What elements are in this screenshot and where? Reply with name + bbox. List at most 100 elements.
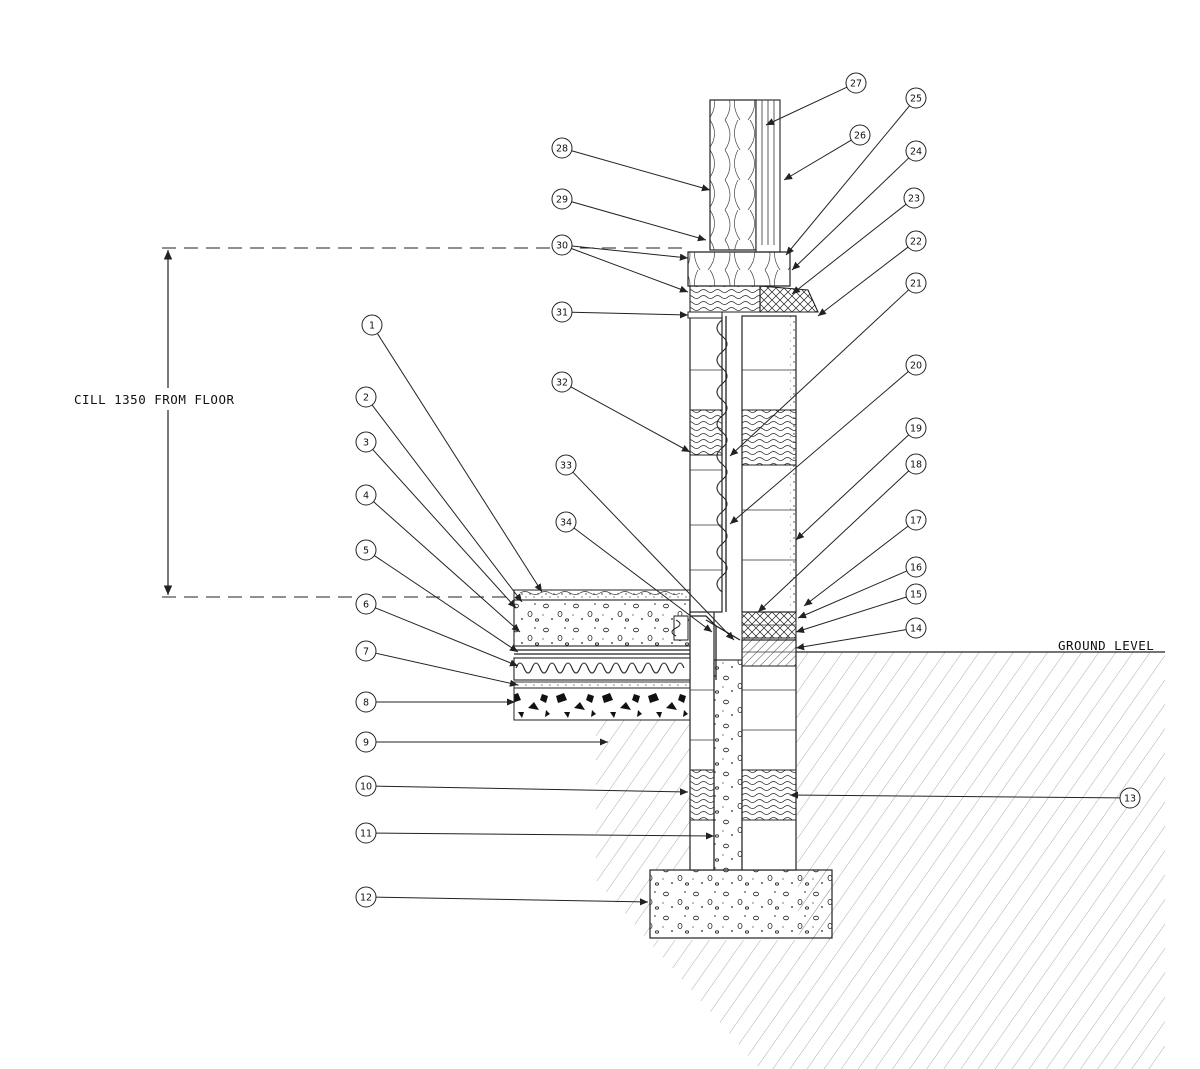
callout-number-26: 26	[854, 131, 866, 142]
callout-number-20: 20	[910, 361, 922, 372]
callout-23: 23	[791, 187, 925, 295]
callout-number-9: 9	[363, 738, 369, 749]
callout-leader-12	[375, 896, 649, 906]
callout-leader-20	[729, 371, 909, 525]
callout-leader-10	[375, 785, 689, 796]
callout-number-5: 5	[363, 546, 369, 557]
callout-leader-5	[374, 555, 519, 653]
callout-leader-32	[570, 386, 691, 453]
callout-bubble-32	[551, 371, 573, 393]
callout-number-10: 10	[360, 782, 372, 793]
callout-number-12: 12	[360, 893, 372, 904]
superstructure-wall	[689, 315, 797, 613]
callout-number-15: 15	[910, 590, 922, 601]
callout-leader-1	[376, 333, 543, 593]
callout-bubble-1	[361, 314, 383, 336]
callout-number-2: 2	[363, 393, 369, 404]
callout-number-25: 25	[910, 94, 922, 105]
callout-19: 19	[795, 417, 927, 541]
callout-markers: 1234567891011121314151617181920212223242…	[355, 72, 1141, 908]
callout-bubble-34	[555, 511, 577, 533]
callout-20: 20	[729, 354, 927, 525]
callout-bubble-16	[905, 556, 927, 578]
callout-bubble-33	[555, 454, 577, 476]
callout-leader-19	[795, 434, 910, 541]
callout-bubble-7	[355, 640, 377, 662]
callout-number-17: 17	[910, 516, 922, 527]
callout-leader-23	[791, 203, 907, 295]
callout-bubble-23	[903, 187, 925, 209]
callout-number-29: 29	[556, 195, 568, 206]
callout-number-4: 4	[363, 491, 369, 502]
callout-bubble-9	[355, 731, 377, 753]
callout-12: 12	[355, 886, 649, 908]
callout-bubble-21	[905, 272, 927, 294]
callout-bubble-3	[355, 431, 377, 453]
callout-number-34: 34	[560, 518, 572, 529]
cill-note-label: CILL 1350 FROM FLOOR	[74, 392, 235, 407]
callout-22: 22	[817, 230, 927, 317]
callout-bubble-11	[355, 822, 377, 844]
callout-2: 2	[355, 386, 523, 603]
callout-bubble-30	[551, 234, 573, 256]
callout-leader-30b	[571, 248, 689, 293]
callout-number-11: 11	[360, 829, 372, 840]
callout-bubble-31	[551, 301, 573, 323]
callout-29: 29	[551, 188, 707, 242]
callout-leader-4	[373, 501, 521, 633]
callout-leader-16	[797, 570, 908, 619]
ground-level-label: GROUND LEVEL	[1058, 638, 1154, 653]
substructure-wall	[689, 599, 797, 871]
cill-height-dimension: CILL 1350 FROM FLOOR	[68, 247, 686, 598]
callout-bubble-5	[355, 539, 377, 561]
callout-10: 10	[355, 775, 689, 797]
callout-leader-17	[803, 525, 909, 607]
callout-17: 17	[803, 509, 927, 607]
callout-leader-26	[783, 139, 852, 181]
callout-bubble-13	[1119, 787, 1141, 809]
callout-bubble-12	[355, 886, 377, 908]
callout-bubble-4	[355, 484, 377, 506]
callout-leader-13	[789, 791, 1121, 799]
callout-number-31: 31	[556, 308, 568, 319]
callout-number-32: 32	[556, 378, 568, 389]
callout-leader-34	[573, 527, 713, 633]
callout-leader-27	[765, 86, 848, 126]
callout-bubble-28	[551, 137, 573, 159]
callout-leader-33	[572, 471, 735, 641]
callout-bubble-8	[355, 691, 377, 713]
callout-26: 26	[783, 124, 871, 181]
callout-21: 21	[729, 272, 927, 457]
callout-number-27: 27	[850, 79, 862, 90]
callout-number-23: 23	[908, 194, 920, 205]
callout-number-7: 7	[363, 647, 369, 658]
callout-27: 27	[765, 72, 867, 126]
callout-number-21: 21	[910, 279, 922, 290]
ground-earth	[596, 651, 1165, 1069]
callout-number-33: 33	[560, 461, 572, 472]
callout-leader-14	[795, 629, 907, 651]
callout-1: 1	[361, 314, 543, 593]
callout-number-6: 6	[363, 600, 369, 611]
callout-number-22: 22	[910, 237, 922, 248]
callout-number-19: 19	[910, 424, 922, 435]
callout-leader-6	[375, 607, 519, 667]
callout-25: 25	[785, 87, 927, 256]
callout-bubble-25	[905, 87, 927, 109]
callout-34: 34	[555, 511, 713, 633]
callout-number-1: 1	[369, 321, 375, 332]
callout-number-3: 3	[363, 438, 369, 449]
callout-leader-28	[571, 150, 711, 192]
callout-18: 18	[757, 453, 927, 613]
callout-5: 5	[355, 539, 519, 653]
callout-bubble-19	[905, 417, 927, 439]
callout-6: 6	[355, 593, 519, 667]
callout-bubble-6	[355, 593, 377, 615]
callout-bubble-14	[905, 617, 927, 639]
window-frame	[687, 99, 819, 319]
callout-4: 4	[355, 484, 521, 633]
callout-leader-15	[795, 596, 907, 633]
callout-bubble-27	[845, 72, 867, 94]
callout-14: 14	[795, 617, 927, 651]
